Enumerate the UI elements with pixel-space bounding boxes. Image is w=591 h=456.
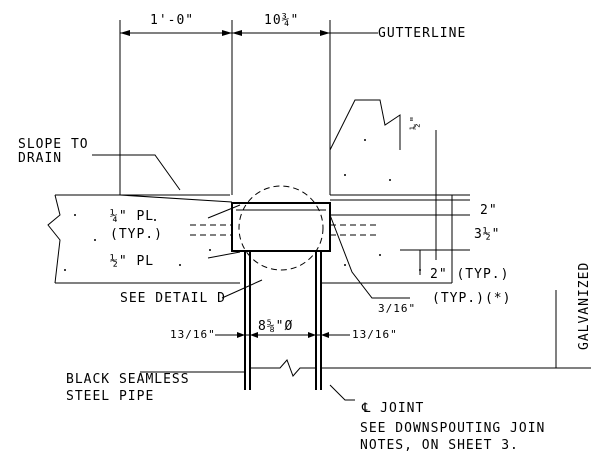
- dim-half-vertical: ½": [408, 115, 421, 130]
- right-dimensions: [330, 130, 557, 368]
- see-detail-label: SEE DETAIL D: [120, 291, 226, 306]
- pipe-dimension: [215, 332, 350, 338]
- steel-pipe: [140, 251, 591, 390]
- dim-1ft: 1'-0": [150, 13, 194, 28]
- quarter-pl-label: ¼" PL: [110, 209, 154, 224]
- dim-3-half: 3½": [474, 227, 500, 242]
- leaders: [92, 32, 410, 373]
- galvanized-label: GALVANIZED: [577, 262, 591, 350]
- joint-leader: [329, 384, 355, 401]
- dim-8-5-8: 8⅝"Ø: [258, 319, 293, 334]
- pipe-label-1: BLACK SEAMLESS: [66, 372, 190, 387]
- half-pl-label: ½" PL: [110, 254, 154, 269]
- note-line-1: SEE DOWNSPOUTING JOIN: [360, 421, 545, 436]
- typ-star: (TYP.)(*): [432, 291, 511, 306]
- typ-label: (TYP.): [110, 227, 163, 242]
- note-line-2: NOTES, ON SHEET 3.: [360, 438, 519, 453]
- gutterline-label: GUTTERLINE: [378, 26, 466, 41]
- dim-10-3-4: 10¾": [264, 13, 299, 28]
- weld-size: 3/16": [378, 302, 416, 315]
- dim-13-16-left: 13/16": [170, 328, 216, 341]
- top-dimension: [119, 20, 370, 195]
- dim-2-typ: 2" (TYP.): [430, 267, 509, 282]
- joint-label: ℄ JOINT: [361, 401, 424, 416]
- pipe-label-2: STEEL PIPE: [66, 389, 154, 404]
- slope-label-1: SLOPE TO: [18, 137, 89, 152]
- dim-13-16-right: 13/16": [352, 328, 398, 341]
- dim-2: 2": [480, 203, 498, 218]
- slope-label-2: DRAIN: [18, 151, 62, 166]
- drain-assembly: [190, 185, 378, 271]
